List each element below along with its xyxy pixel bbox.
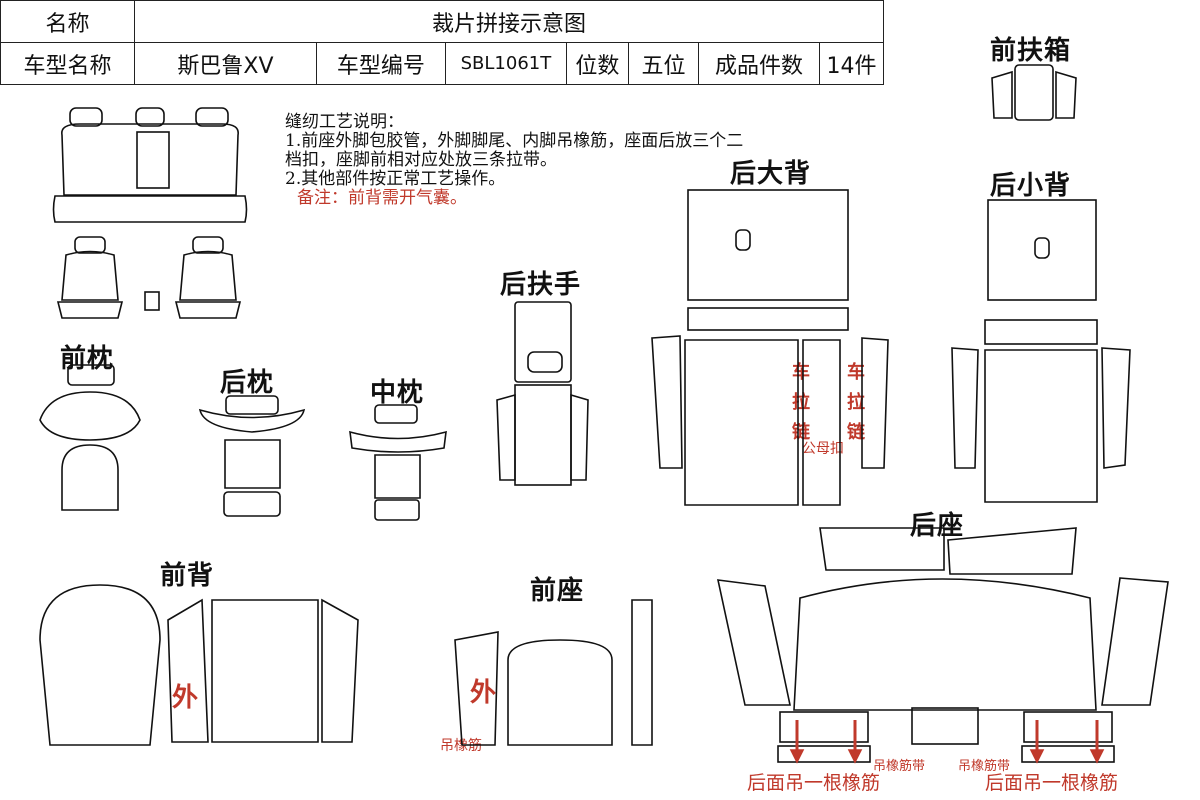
code-value: SBL1061T [444, 42, 567, 85]
front-seat-pieces [454, 599, 653, 746]
rear-hang-right: 后面吊一根橡筋 [985, 772, 1119, 794]
front-armrest-box-pieces [991, 64, 1077, 121]
elastic-band-2: 吊橡筋带 [958, 759, 1011, 774]
notes-line1b: 档扣，座脚前相对应处放三条拉带。 [285, 150, 557, 170]
front-pillow-pieces [39, 364, 141, 511]
label-rear-pillow: 后枕 [220, 368, 275, 398]
seats-value: 五位 [627, 42, 700, 85]
outer-label-2: 外 [470, 678, 497, 708]
label-front-back: 前背 [160, 561, 215, 591]
label-rear-big-back: 后大背 [730, 159, 812, 189]
name-label: 名称 [0, 0, 135, 43]
sewing-notes: 缝纫工艺说明： 1.前座外脚包胶管，外脚脚尾、内脚吊橡筋，座面后放三个二 档扣，… [285, 113, 875, 208]
count-value: 14件 [818, 42, 885, 85]
count-label: 成品件数 [698, 42, 820, 85]
label-rear-small-back: 后小背 [990, 171, 1072, 201]
label-rear-armrest: 后扶手 [500, 270, 582, 300]
rear-pillow-pieces [198, 395, 306, 517]
header-table: 名称 裁片拼接示意图 车型名称 斯巴鲁XV 车型编号 SBL1061T 位数 五… [0, 0, 885, 85]
name-value: 裁片拼接示意图 [134, 0, 884, 43]
notes-line1: 1.前座外脚包胶管，外脚脚尾、内脚吊橡筋，座面后放三个二 [285, 131, 744, 151]
label-front-armrest-box: 前扶箱 [990, 36, 1072, 66]
male-female-buckle: 公母扣 [802, 441, 844, 457]
hang-elastic: 吊橡筋 [440, 738, 482, 754]
front-back-pieces [39, 584, 359, 746]
front-seat-overview-left [56, 236, 124, 319]
notes-line2: 2.其他部件按正常工艺操作。 [285, 169, 506, 189]
label-mid-pillow: 中枕 [370, 378, 425, 408]
model-label: 车型名称 [0, 42, 135, 85]
rear-small-back-pieces [951, 199, 1131, 503]
notes-title: 缝纫工艺说明： [285, 112, 404, 132]
label-front-seat: 前座 [530, 576, 585, 606]
notes-remark: 备注：前背需开气囊。 [297, 188, 467, 208]
label-front-pillow: 前枕 [60, 344, 115, 374]
elastic-band-1: 吊橡筋带 [873, 759, 926, 774]
zipper-left: 车拉链 [792, 362, 810, 443]
rear-big-back-pieces [651, 189, 889, 506]
model-value: 斯巴鲁XV [134, 42, 317, 85]
buckle-piece [144, 291, 160, 311]
mid-pillow-pieces [349, 404, 447, 521]
outer-label-1: 外 [172, 683, 199, 713]
rear-hang-left: 后面吊一根橡筋 [747, 772, 881, 794]
arrows [789, 720, 1105, 764]
zipper-right: 车拉链 [847, 362, 865, 443]
rear-seat-overview [52, 107, 248, 223]
rear-seat-pieces [716, 527, 1169, 763]
front-seat-overview-right [174, 236, 242, 319]
label-rear-seat: 后座 [910, 511, 965, 541]
rear-armrest-pieces [496, 301, 589, 486]
seats-label: 位数 [565, 42, 629, 85]
code-label: 车型编号 [315, 42, 446, 85]
